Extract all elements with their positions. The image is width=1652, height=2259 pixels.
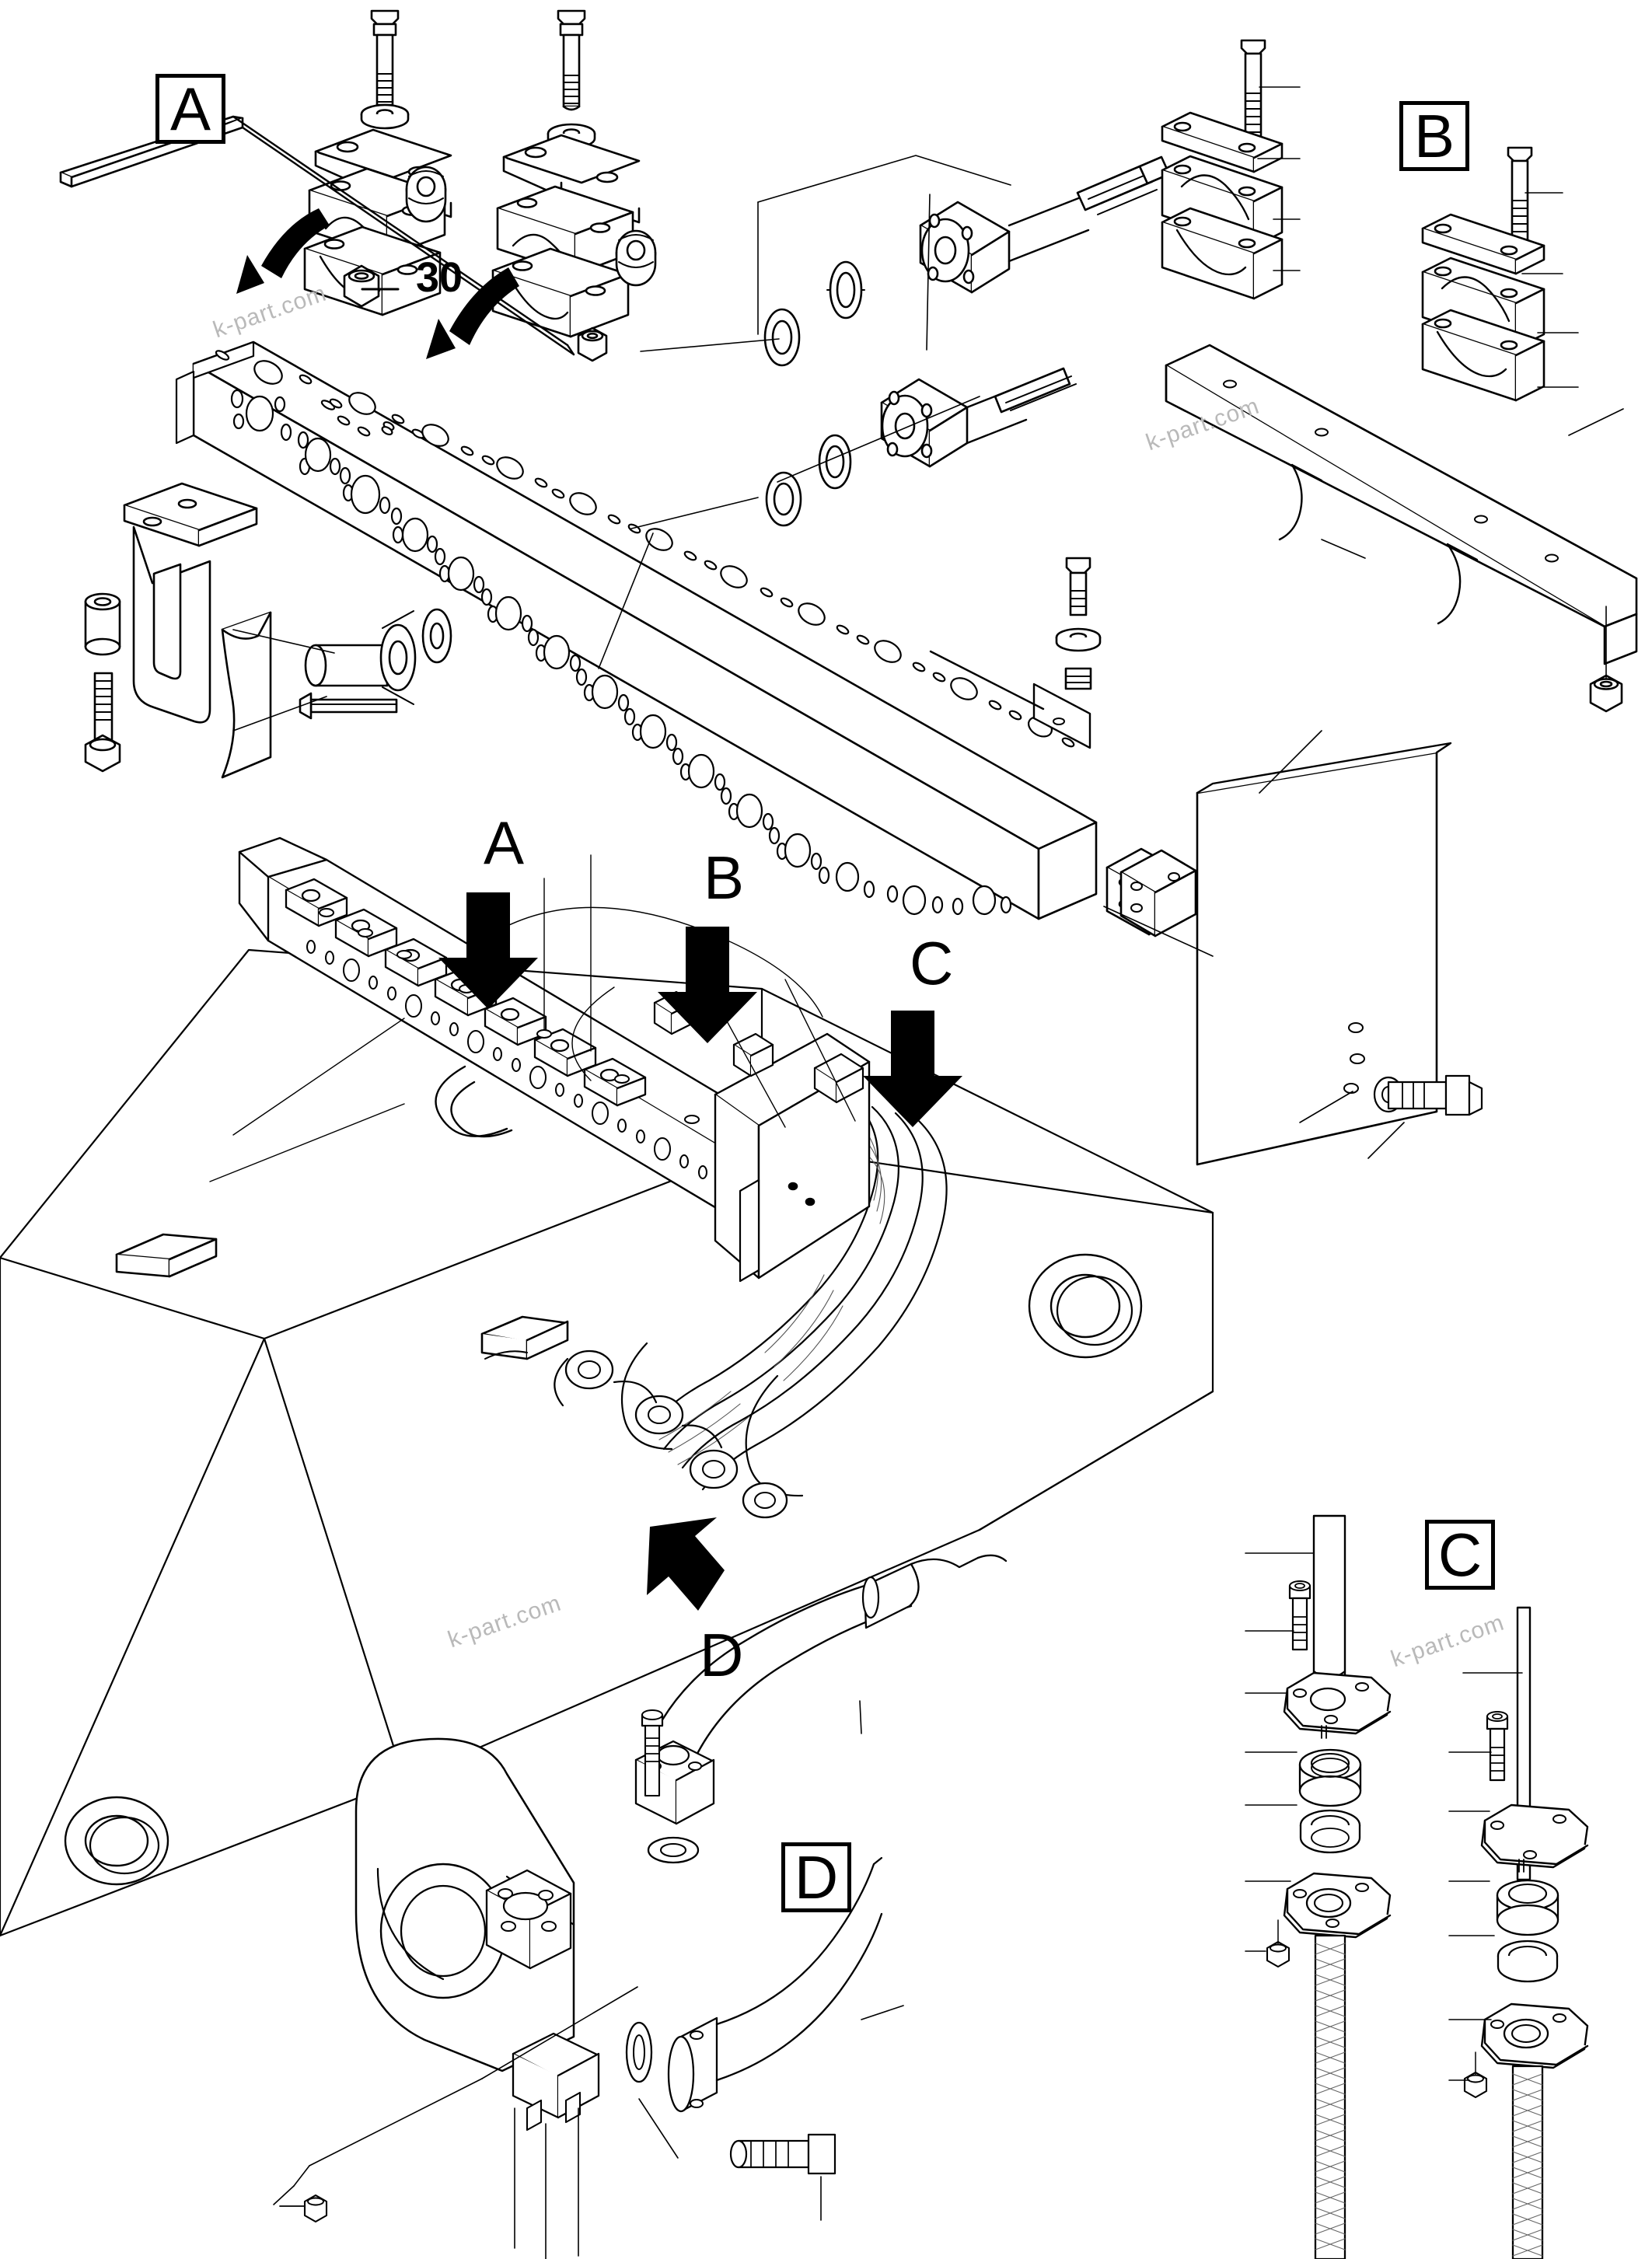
section-b-clamp-stack-2 [1421, 213, 1545, 402]
callout-box-a-label: A [169, 75, 211, 143]
section-b-bolt-1 [1240, 39, 1266, 149]
section-a-hub-flange-lower [880, 367, 1077, 468]
section-d-seal-and-elbow-lower [625, 1856, 883, 2175]
callout-box-b: B [1399, 101, 1469, 171]
callout-box-d-label: D [794, 1843, 839, 1912]
machine-arm-boss [64, 1253, 1143, 1886]
section-b-clamp-stack-1 [1161, 111, 1284, 300]
arrow-label-b: B [704, 843, 745, 912]
arrow-label-c: C [910, 929, 954, 997]
callout-box-b-label: B [1413, 102, 1455, 170]
hose-hatching [658, 1119, 885, 1465]
callout-box-d: D [781, 1842, 851, 1912]
callout-box-a: A [155, 74, 225, 144]
arrow-label-d: D [700, 1621, 744, 1689]
section-d-port-flange [485, 1869, 572, 1970]
section-c-stack-right [1463, 1606, 1589, 2259]
section-a-spacer-and-bolt [84, 592, 121, 773]
section-a-seal-rings-lower [765, 434, 852, 527]
section-d-leader-lines [273, 1700, 904, 2221]
section-d-swivel-flange [512, 2032, 600, 2259]
arrow-callout-d [647, 1517, 725, 1611]
machine-arm-small-brackets [115, 1233, 569, 1360]
callout-box-c-label: C [1437, 1521, 1483, 1589]
section-a-bushings [405, 166, 657, 287]
section-b-bottom-nut [1589, 606, 1623, 713]
section-a-seal-rings-upper [763, 260, 865, 367]
section-a-fastener-stack-2 [491, 9, 641, 362]
section-c-stack-left [1266, 1514, 1392, 2259]
section-a-pivot-flange-assembly [299, 608, 452, 720]
cover-panel [1196, 742, 1452, 1166]
cover-panel-leaders [1103, 730, 1405, 1159]
hose-fittings-cluster [554, 1349, 788, 1519]
section-b-support-rail [1165, 344, 1638, 665]
cover-panel-bracket [1119, 849, 1197, 937]
section-a-support-bracket [123, 482, 258, 724]
arrow-label-a: A [484, 808, 525, 877]
section-d-upper-elbow [634, 1554, 1008, 1864]
section-d-swivel-housing [354, 1737, 575, 2072]
part-30-hex-nut [343, 264, 400, 308]
valve-manifold-box [714, 1032, 871, 1283]
arrow-callout-c [863, 1011, 962, 1127]
section-a-leader-lines [232, 155, 1011, 731]
arrow-callout-b [658, 927, 757, 1043]
section-b-leader-lines [1257, 86, 1624, 559]
machine-arm-outline [0, 948, 1214, 1937]
section-c-leader-lines [1245, 1552, 1523, 2081]
arrow-callout-a [438, 892, 538, 1009]
section-a-hub-flange-upper [919, 155, 1171, 294]
part-number-30: 30 [416, 254, 463, 301]
section-a-gusset-plate [221, 611, 272, 779]
section-a-assembly-arrows [236, 208, 519, 359]
main-perforated-box-beam [175, 340, 1098, 920]
section-d-bottom-nut [279, 2194, 328, 2223]
callout-box-c: C [1425, 1520, 1495, 1590]
section-a-beam-bolt [1055, 557, 1102, 690]
cover-panel-bolt [1373, 1074, 1483, 1116]
